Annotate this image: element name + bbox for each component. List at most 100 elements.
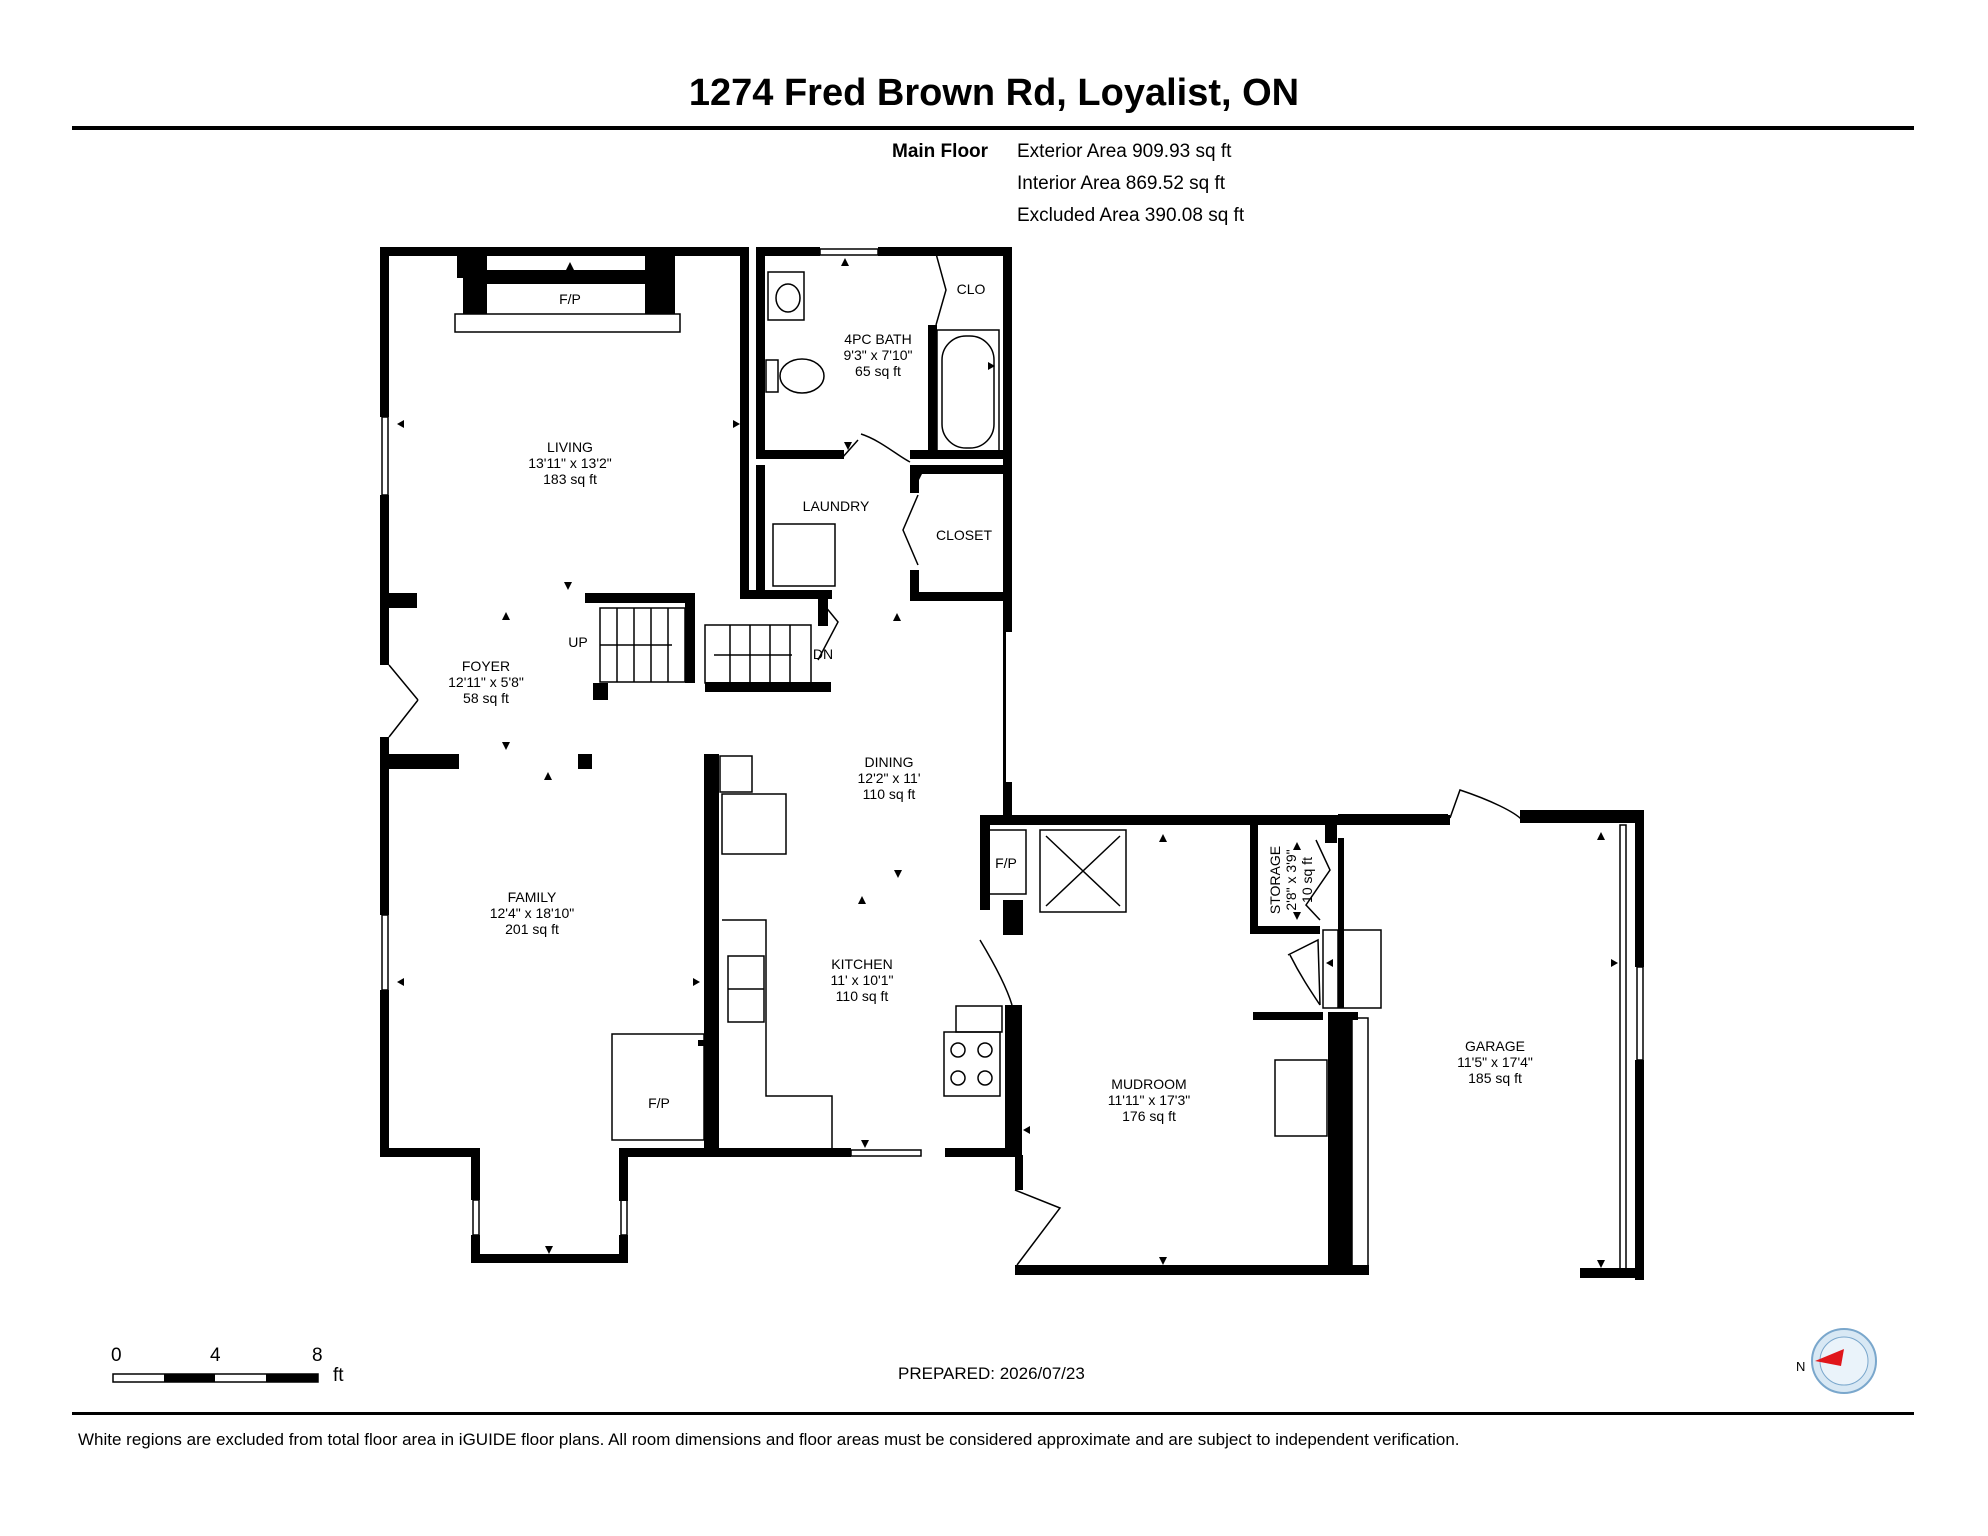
- wall-arrow-icon: [1611, 959, 1618, 967]
- wall: [471, 1148, 480, 1200]
- wall-arrow-icon: [502, 742, 510, 750]
- room-dims: 11' x 10'1": [831, 972, 894, 988]
- wall: [980, 815, 1450, 825]
- wall: [910, 465, 1010, 474]
- room-area: 110 sq ft: [836, 988, 889, 1004]
- room-area: 176 sq ft: [1122, 1108, 1176, 1124]
- wall: [1635, 810, 1644, 967]
- interior-area: Interior Area 869.52 sq ft: [1017, 173, 1226, 194]
- wall: [1520, 810, 1643, 823]
- wall: [1580, 1268, 1644, 1278]
- wall: [380, 495, 389, 665]
- prepared-date: PREPARED: 2026/07/23: [898, 1364, 1085, 1383]
- wall: [910, 450, 1012, 459]
- room-area: 65 sq ft: [855, 363, 901, 379]
- room-name: LIVING: [547, 439, 593, 455]
- disclaimer: White regions are excluded from total fl…: [78, 1430, 1460, 1449]
- wall: [980, 815, 990, 910]
- window: [381, 914, 389, 991]
- door-swing: [1305, 839, 1331, 921]
- vanity: [767, 271, 805, 321]
- garage-entry-door: [1449, 789, 1523, 821]
- wall: [1328, 1012, 1352, 1275]
- wall: [380, 247, 389, 417]
- wall: [619, 1235, 628, 1263]
- compass-icon: N: [1796, 1328, 1877, 1394]
- room-dims: 11'11" x 17'3": [1108, 1092, 1191, 1108]
- fireplace-hearth: [454, 313, 681, 333]
- wall: [756, 465, 765, 595]
- mudroom-fireplace: [985, 829, 1027, 895]
- washer-dryer-icon: [772, 523, 836, 587]
- door-swing: [1287, 938, 1321, 1006]
- wall: [1005, 1005, 1022, 1155]
- wall: [910, 592, 1010, 601]
- wall: [910, 570, 919, 598]
- room-area: 10 sq ft: [1299, 857, 1315, 903]
- room-dims: 12'4" x 18'10": [490, 905, 575, 921]
- wall: [1003, 247, 1012, 632]
- bathtub-basin: [941, 335, 995, 449]
- wall-arrow-icon: [988, 362, 995, 370]
- scale-tick-8: 8: [312, 1345, 323, 1366]
- wall: [1250, 823, 1258, 933]
- wall-arrow-icon: [733, 420, 740, 428]
- stairs-down: [704, 624, 812, 684]
- room-name: FAMILY: [508, 889, 557, 905]
- wall: [756, 450, 844, 459]
- wall: [928, 325, 937, 457]
- wall: [705, 682, 831, 692]
- walls: [380, 247, 1644, 1280]
- fp-label: F/P: [648, 1095, 670, 1111]
- door-swing: [1014, 1189, 1062, 1266]
- wall-arrow-icon: [893, 613, 901, 621]
- wall-arrow-icon: [858, 896, 866, 904]
- room-area: 110 sq ft: [863, 786, 916, 802]
- compass-north-label: N: [1796, 1359, 1805, 1374]
- wall: [1250, 926, 1320, 934]
- window: [819, 248, 879, 256]
- scale-tick-4: 4: [210, 1345, 221, 1366]
- room-dims: 12'2" x 11': [858, 770, 921, 786]
- sink-icon: [775, 283, 801, 313]
- counter: [955, 1005, 1003, 1033]
- wall: [756, 247, 765, 459]
- wall-arrow-icon: [1293, 912, 1301, 920]
- wall: [585, 593, 695, 603]
- wall-markers: [397, 258, 1618, 1268]
- fp-label: F/P: [995, 855, 1017, 871]
- wall: [593, 683, 608, 700]
- room-dims: 2'8" x 3'9": [1283, 849, 1299, 910]
- wall-arrow-icon: [397, 978, 404, 986]
- window: [515, 1255, 587, 1263]
- room-dims: 12'11" x 5'8": [448, 674, 524, 690]
- stairs-down-label: DN: [813, 646, 833, 662]
- wall-arrow-icon: [1597, 1260, 1605, 1268]
- room-name: DINING: [865, 754, 914, 770]
- garage-steps: [1322, 929, 1382, 1009]
- room-area: 58 sq ft: [463, 690, 509, 706]
- wall: [1253, 1012, 1323, 1020]
- wall: [818, 598, 828, 626]
- wall-arrow-icon: [1159, 834, 1167, 842]
- wall-arrow-icon: [397, 420, 404, 428]
- wall: [1003, 900, 1023, 935]
- room-area: 185 sq ft: [1468, 1070, 1522, 1086]
- room-name: MUDROOM: [1111, 1076, 1186, 1092]
- scale-bar: [112, 1373, 319, 1383]
- footer-divider: [72, 1412, 1914, 1415]
- wall-arrow-icon: [841, 258, 849, 266]
- wall-arrow-icon: [1597, 832, 1605, 840]
- exterior-area: Exterior Area 909.93 sq ft: [1017, 141, 1232, 162]
- room-name: STORAGE: [1267, 846, 1283, 914]
- garage-curb: [1351, 1017, 1369, 1274]
- room-name: CLOSET: [936, 527, 992, 543]
- wall: [704, 754, 719, 1154]
- wall: [1015, 1265, 1369, 1275]
- room-name: 4PC BATH: [844, 331, 911, 347]
- skylight: [1039, 829, 1127, 913]
- room-name: LAUNDRY: [803, 498, 870, 514]
- window: [850, 1149, 922, 1157]
- wall-arrow-icon: [545, 1246, 553, 1254]
